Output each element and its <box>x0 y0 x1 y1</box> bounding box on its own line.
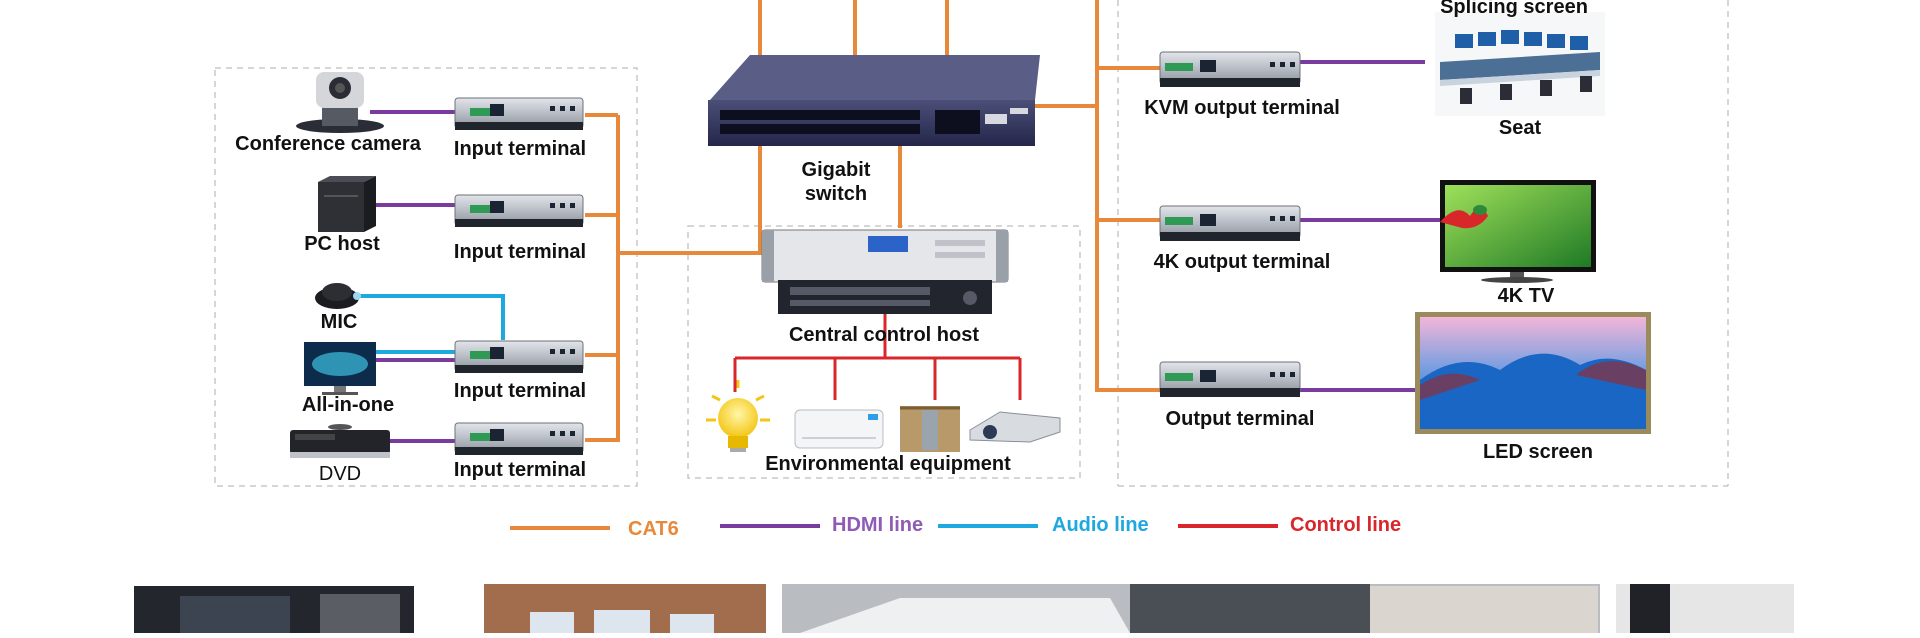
kvm-output-terminal-label: KVM output terminal <box>1144 97 1340 119</box>
all-in-one-label: All-in-one <box>301 394 395 416</box>
gigabit-switch-label-line1: Gigabit <box>801 159 871 181</box>
cat6-lines <box>585 0 1160 442</box>
environmental-equipment-label: Environmental equipment <box>765 453 1011 475</box>
gigabit-switch-label-line2: switch <box>804 183 868 205</box>
legend-audio-label: Audio line <box>1052 514 1149 536</box>
gigabit-switch-icon <box>708 55 1040 146</box>
control-room-seat-icon <box>1435 12 1605 116</box>
input-terminal-3 <box>454 340 584 373</box>
input-terminal-1 <box>454 97 584 130</box>
all-in-one-icon <box>304 342 376 395</box>
input-terminal-1-label: Input terminal <box>453 138 587 160</box>
hdmi-lines <box>365 60 1440 443</box>
control-lines <box>733 312 1022 400</box>
conference-camera-icon <box>296 72 384 133</box>
kvm-output-terminal <box>1159 51 1301 87</box>
legend-hdmi-label: HDMI line <box>832 514 924 536</box>
projector-icon <box>969 411 1061 443</box>
central-control-host-icon <box>761 229 1009 314</box>
4k-output-terminal <box>1159 205 1301 241</box>
control-group-box <box>687 225 1081 479</box>
dvd-icon <box>290 424 390 458</box>
dvd-label: DVD <box>318 463 362 485</box>
audio-lines <box>355 294 505 354</box>
input-terminal-2-label: Input terminal <box>453 241 587 263</box>
input-terminal-4 <box>454 422 584 455</box>
4k-output-terminal-label: 4K output terminal <box>1153 251 1331 273</box>
input-terminal-2 <box>454 194 584 227</box>
mic-label: MIC <box>320 311 358 333</box>
output-terminal-label: Output terminal <box>1165 408 1315 430</box>
light-bulb-icon <box>706 380 770 452</box>
input-group-box <box>214 67 638 487</box>
pc-host-label: PC host <box>304 233 380 255</box>
central-control-host-label: Central control host <box>788 324 980 346</box>
output-terminal <box>1159 361 1301 397</box>
photo-strip <box>134 584 1794 633</box>
pc-host-icon <box>318 176 376 232</box>
mic-icon <box>315 283 361 309</box>
splicing-screen-label: Splicing screen <box>1440 0 1588 18</box>
led-screen-icon <box>1415 312 1651 434</box>
4k-tv-label: 4K TV <box>1497 285 1555 307</box>
air-conditioner-icon <box>794 409 884 449</box>
legend-control-label: Control line <box>1290 514 1402 536</box>
4k-tv-icon <box>1440 180 1596 283</box>
legend-cat6-label: CAT6 <box>628 518 679 540</box>
gigabit-switch-label: Gigabit switch <box>802 158 871 206</box>
led-screen-label: LED screen <box>1482 441 1594 463</box>
seat-label: Seat <box>1498 117 1542 139</box>
conference-camera-label: Conference camera <box>235 133 421 155</box>
input-terminal-4-label: Input terminal <box>453 459 587 481</box>
input-terminal-3-label: Input terminal <box>453 380 587 402</box>
curtain-icon <box>900 406 960 452</box>
